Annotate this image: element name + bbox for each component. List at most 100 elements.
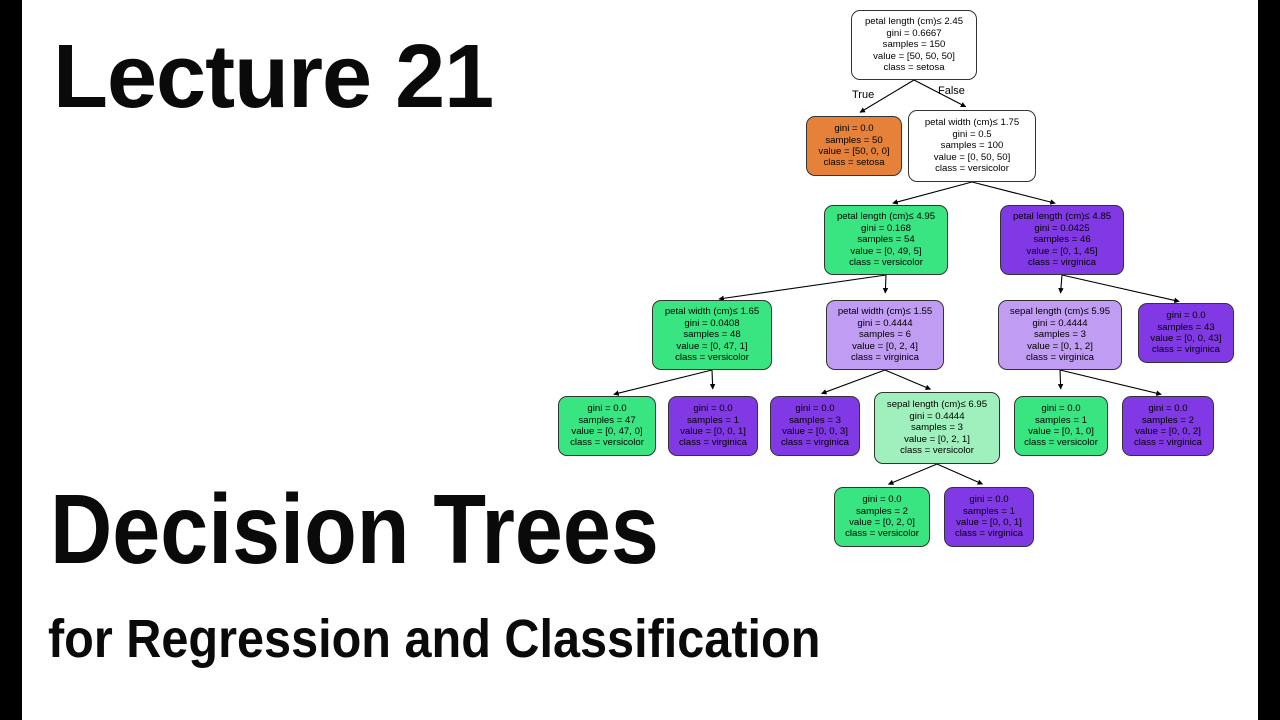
- tree-node-line: class = versicolor: [935, 163, 1009, 175]
- tree-node-line: value = [0, 1, 45]: [1026, 245, 1098, 257]
- subtitle: for Regression and Classification: [48, 609, 821, 669]
- tree-node-line: value = [50, 50, 50]: [873, 50, 955, 62]
- tree-edge: [718, 274, 887, 302]
- tree-edge: [892, 181, 973, 205]
- tree-node-line: value = [0, 2, 4]: [852, 340, 918, 352]
- tree-node-line: gini = 0.0: [1166, 310, 1206, 322]
- tree-node-line: samples = 6: [859, 329, 911, 341]
- tree-node-line: samples = 2: [856, 505, 908, 517]
- tree-node-line: value = [0, 2, 1]: [904, 433, 970, 445]
- tree-node-line: gini = 0.0425: [1034, 222, 1090, 234]
- tree-node-line: value = [0, 0, 43]: [1150, 333, 1222, 344]
- tree-node-line: samples = 3: [1034, 329, 1086, 341]
- tree-node-line: value = [0, 2, 0]: [849, 517, 915, 528]
- tree-node-line: gini = 0.6667: [886, 27, 942, 39]
- lecture-number-title: Lecture 21: [53, 27, 494, 127]
- tree-node-line: gini = 0.0408: [684, 317, 740, 329]
- tree-node-line: gini = 0.0: [834, 123, 874, 135]
- tree-node-line: gini = 0.0: [862, 494, 902, 506]
- tree-node-line: samples = 47: [578, 414, 636, 426]
- tree-node-line: value = [0, 47, 0]: [571, 426, 643, 437]
- tree-node-line: gini = 0.168: [861, 222, 911, 234]
- tree-node-line: class = virginica: [955, 528, 1023, 540]
- tree-node-line: samples = 1: [687, 414, 739, 426]
- tree-node-line: petal width (cm)≤ 1.75: [924, 117, 1020, 129]
- tree-edge: [884, 369, 932, 390]
- tree-edge: [882, 274, 889, 294]
- tree-node-line: value = [0, 49, 5]: [850, 245, 922, 257]
- tree-node-line: class = virginica: [1134, 437, 1202, 449]
- tree-node-line: gini = 0.4444: [909, 410, 965, 422]
- tree-node-line: value = [0, 0, 1]: [956, 517, 1022, 528]
- tree-node-line: samples = 3: [789, 414, 841, 426]
- tree-node-line: value = [0, 0, 3]: [782, 426, 848, 437]
- tree-node-line: value = [50, 0, 0]: [818, 146, 890, 157]
- tree-node-line: samples = 1: [1035, 414, 1087, 426]
- tree-node-line: samples = 48: [683, 329, 741, 341]
- tree-node-line: class = virginica: [679, 437, 747, 449]
- tree-node-line: samples = 150: [882, 39, 946, 51]
- tree-node-line: gini = 0.0: [795, 403, 835, 415]
- tree-edge: [887, 463, 938, 485]
- tree-node-line: class = versicolor: [849, 257, 923, 269]
- tree-edge: [1059, 369, 1162, 396]
- tree-edge: [913, 79, 967, 108]
- tree-edge: [971, 181, 1056, 205]
- tree-node-line: gini = 0.4444: [1032, 317, 1088, 329]
- tree-node-line: class = versicolor: [570, 437, 644, 449]
- tree-node-line: samples = 3: [911, 422, 963, 434]
- tree-node-line: value = [0, 50, 50]: [933, 151, 1011, 163]
- tree-node-line: samples = 46: [1033, 234, 1091, 246]
- tree-node-line: samples = 43: [1157, 321, 1215, 333]
- tree-node-line: gini = 0.0: [1148, 403, 1188, 415]
- tree-edge: [1061, 274, 1180, 304]
- tree-node-line: class = virginica: [1028, 257, 1096, 269]
- tree-node-line: samples = 50: [825, 134, 883, 146]
- tree-node-line: samples = 2: [1142, 414, 1194, 426]
- tree-node-line: value = [0, 47, 1]: [676, 340, 748, 352]
- tree-edge: [1057, 369, 1064, 390]
- tree-edge: [821, 369, 886, 395]
- tree-node-line: value = [0, 1, 0]: [1028, 426, 1094, 437]
- tree-node-line: class = virginica: [1152, 344, 1220, 356]
- tree-node-line: value = [0, 0, 1]: [680, 426, 746, 437]
- tree-node-line: petal length (cm)≤ 4.95: [836, 211, 936, 223]
- tree-edge-label: True: [852, 89, 875, 101]
- tree-edge: [709, 369, 716, 390]
- main-title: Decision Trees: [50, 474, 659, 584]
- letterbox-bar-left: [0, 0, 22, 720]
- tree-node-line: class = versicolor: [900, 445, 974, 457]
- tree-edge-label: False: [938, 85, 965, 97]
- tree-node-line: petal length (cm)≤ 2.45: [864, 16, 964, 28]
- tree-node-line: class = versicolor: [1024, 437, 1098, 449]
- tree-node-line: value = [0, 0, 2]: [1135, 426, 1201, 437]
- tree-node-line: gini = 0.5: [952, 128, 992, 140]
- tree-node-line: petal width (cm)≤ 1.55: [837, 306, 933, 318]
- tree-edges: [613, 79, 1180, 485]
- tree-node-line: samples = 1: [963, 505, 1015, 517]
- tree-edge: [936, 463, 984, 485]
- tree-edge: [859, 79, 915, 113]
- tree-node-line: petal width (cm)≤ 1.65: [664, 306, 760, 318]
- tree-node-line: samples = 100: [940, 140, 1004, 152]
- tree-node-line: samples = 54: [857, 234, 915, 246]
- tree-node-line: class = versicolor: [845, 528, 919, 540]
- tree-node-line: class = setosa: [883, 62, 945, 74]
